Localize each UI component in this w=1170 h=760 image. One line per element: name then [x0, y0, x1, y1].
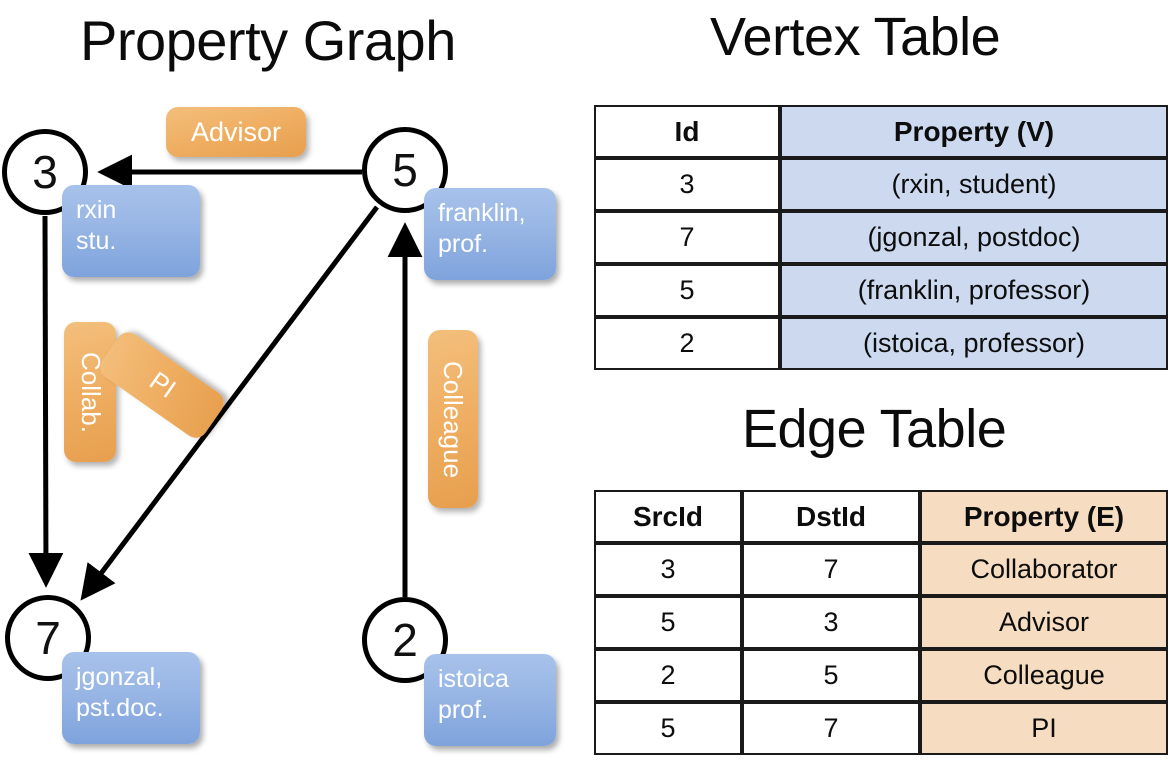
edge-table-cell-property: Collaborator [920, 543, 1168, 596]
table-header-row: Id Property (V) [594, 105, 1168, 158]
section-title-vertex-table: Vertex Table [710, 7, 1001, 67]
edge-table-cell-srcid: 5 [594, 702, 742, 755]
edge-table-cell-property: Colleague [920, 649, 1168, 702]
edge-table-cell-dstid: 3 [742, 596, 920, 649]
edge-table-cell-dstid: 7 [742, 543, 920, 596]
table-row: 7 (jgonzal, postdoc) [594, 211, 1168, 264]
edge-label-text-advisor: Advisor [190, 116, 282, 147]
property-graph-diagram: 3 5 7 2 rxin stu. franklin, prof. jgonza… [2, 107, 556, 746]
graph-vertex-2[interactable]: 2 [362, 597, 448, 683]
table-row: 5 7 PI [594, 702, 1168, 755]
edge-table: SrcId DstId Property (E) 3 7 Collaborato… [594, 490, 1168, 755]
page-title-property-graph: Property Graph [80, 9, 456, 72]
table-row: 3 7 Collaborator [594, 543, 1168, 596]
table-row: 3 (rxin, student) [594, 158, 1168, 211]
vertex-table-cell-property: (rxin, student) [780, 158, 1168, 211]
vertex-table-header-id: Id [594, 105, 780, 158]
graph-edge-3-to-7 [28, 215, 64, 588]
vertex-property-box-rxin: rxin stu. [62, 185, 200, 277]
vertex-table-cell-id: 2 [594, 317, 780, 370]
vertex-table-cell-id: 5 [594, 264, 780, 317]
vertex-property-box-jgonzal: jgonzal, pst.doc. [62, 652, 200, 744]
edge-table-cell-srcid: 2 [594, 649, 742, 702]
edge-table-cell-srcid: 5 [594, 596, 742, 649]
table-header-row: SrcId DstId Property (E) [594, 490, 1168, 543]
table-row: 2 5 Colleague [594, 649, 1168, 702]
graph-edge-5-to-7 [80, 205, 379, 601]
vertex-table-cell-property: (jgonzal, postdoc) [780, 211, 1168, 264]
edge-table-cell-property: PI [920, 702, 1168, 755]
graph-edges-svg [28, 154, 423, 601]
edge-table-header-srcid: SrcId [594, 490, 742, 543]
vertex-table-cell-id: 7 [594, 211, 780, 264]
vertex-table-cell-property: (istoica, professor) [780, 317, 1168, 370]
vertex-table-cell-id: 3 [594, 158, 780, 211]
edge-table-header-property: Property (E) [920, 490, 1168, 543]
edge-label-box-advisor: Advisor [166, 107, 306, 157]
edge-table-cell-dstid: 7 [742, 702, 920, 755]
edge-label-text-colleague: Colleague [438, 360, 469, 478]
edge-table-cell-srcid: 3 [594, 543, 742, 596]
vertex-property-box-franklin: franklin, prof. [424, 188, 556, 280]
vertex-table: Id Property (V) 3 (rxin, student) 7 (jgo… [594, 105, 1168, 370]
edge-table-header-dstid: DstId [742, 490, 920, 543]
section-title-edge-table: Edge Table [742, 399, 1007, 459]
edge-label-box-collab: Collab. [64, 322, 116, 462]
edge-label-box-colleague: Colleague [428, 330, 478, 508]
vertex-property-box-istoica: istoica prof. [424, 654, 556, 746]
edge-table-cell-property: Advisor [920, 596, 1168, 649]
graph-vertex-5[interactable]: 5 [362, 127, 448, 213]
table-row: 5 3 Advisor [594, 596, 1168, 649]
table-row: 5 (franklin, professor) [594, 264, 1168, 317]
vertex-table-cell-property: (franklin, professor) [780, 264, 1168, 317]
vertex-table-header-property: Property (V) [780, 105, 1168, 158]
edge-table-cell-dstid: 5 [742, 649, 920, 702]
edge-label-text-pi: PI [143, 365, 181, 404]
table-row: 2 (istoica, professor) [594, 317, 1168, 370]
